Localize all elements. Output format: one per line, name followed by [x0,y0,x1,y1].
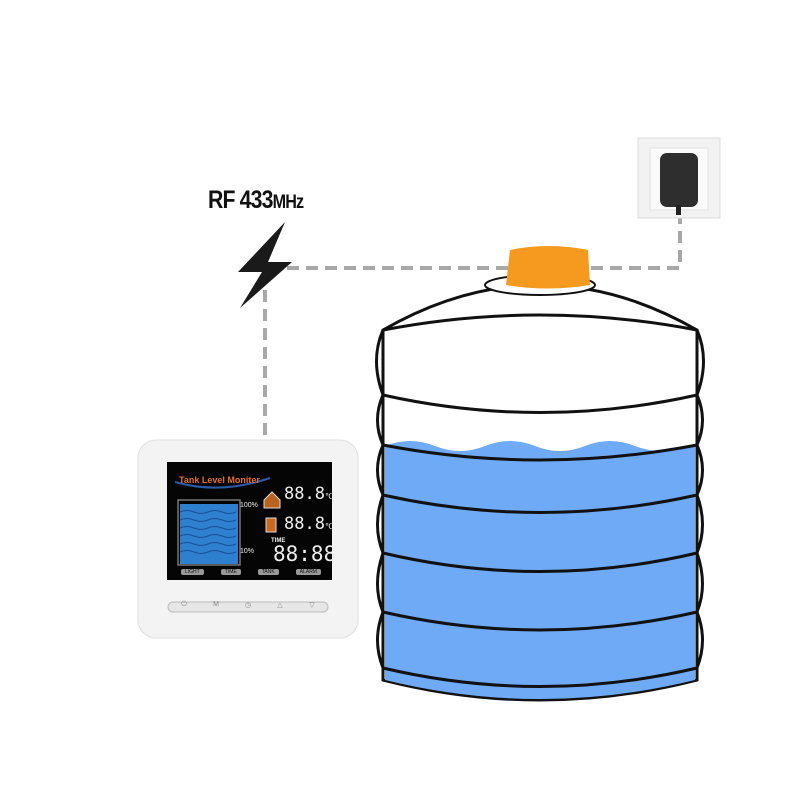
rf-prefix: RF 433 [208,186,273,214]
signal-line [263,212,682,440]
screen-tabs: LIGHT TIME TANK ALARM [181,569,321,575]
time-display: 88:88 [273,542,337,566]
clock-button[interactable]: ◷ [244,602,252,609]
tab-tank[interactable]: TANK [257,569,279,575]
temp1-display: 88.8℃ [284,484,334,504]
tank-temp-icon [265,517,277,533]
level-high-label: 100% [240,502,258,509]
down-button[interactable]: ▽ [309,602,315,609]
temp2-value: 88.8 [284,514,325,534]
rf-frequency-label: RF 433MHz [208,186,305,215]
tank-level-monitor [137,439,359,639]
power-button[interactable]: ⏻ [181,601,187,608]
water-tank [375,246,705,702]
monitor-buttons: ⏻ M ◷ △ ▽ [168,601,328,613]
temp1-value: 88.8 [284,484,325,504]
lightning-icon [238,222,292,308]
monitor-title: Tank Level Moniter [179,475,260,485]
level-low-label: 10% [240,548,255,555]
temp1-unit: ℃ [324,492,334,501]
time-label: TIME [271,538,286,544]
sensor-cap [506,246,590,289]
monitor-screen: Tank Level Moniter 100% 10% 88.8℃ 88.8℃ … [167,462,336,580]
rf-unit: MHz [272,192,305,213]
up-button[interactable]: △ [277,602,283,609]
home-icon [263,491,281,509]
temp2-display: 88.8℃ [284,514,334,534]
tab-time[interactable]: TIME [220,569,241,575]
power-adapter-icon [637,137,721,219]
mode-button[interactable]: M [213,601,219,608]
temp2-unit: ℃ [324,522,334,531]
tab-light[interactable]: LIGHT [181,569,204,575]
tab-alarm[interactable]: ALARM [295,569,321,575]
